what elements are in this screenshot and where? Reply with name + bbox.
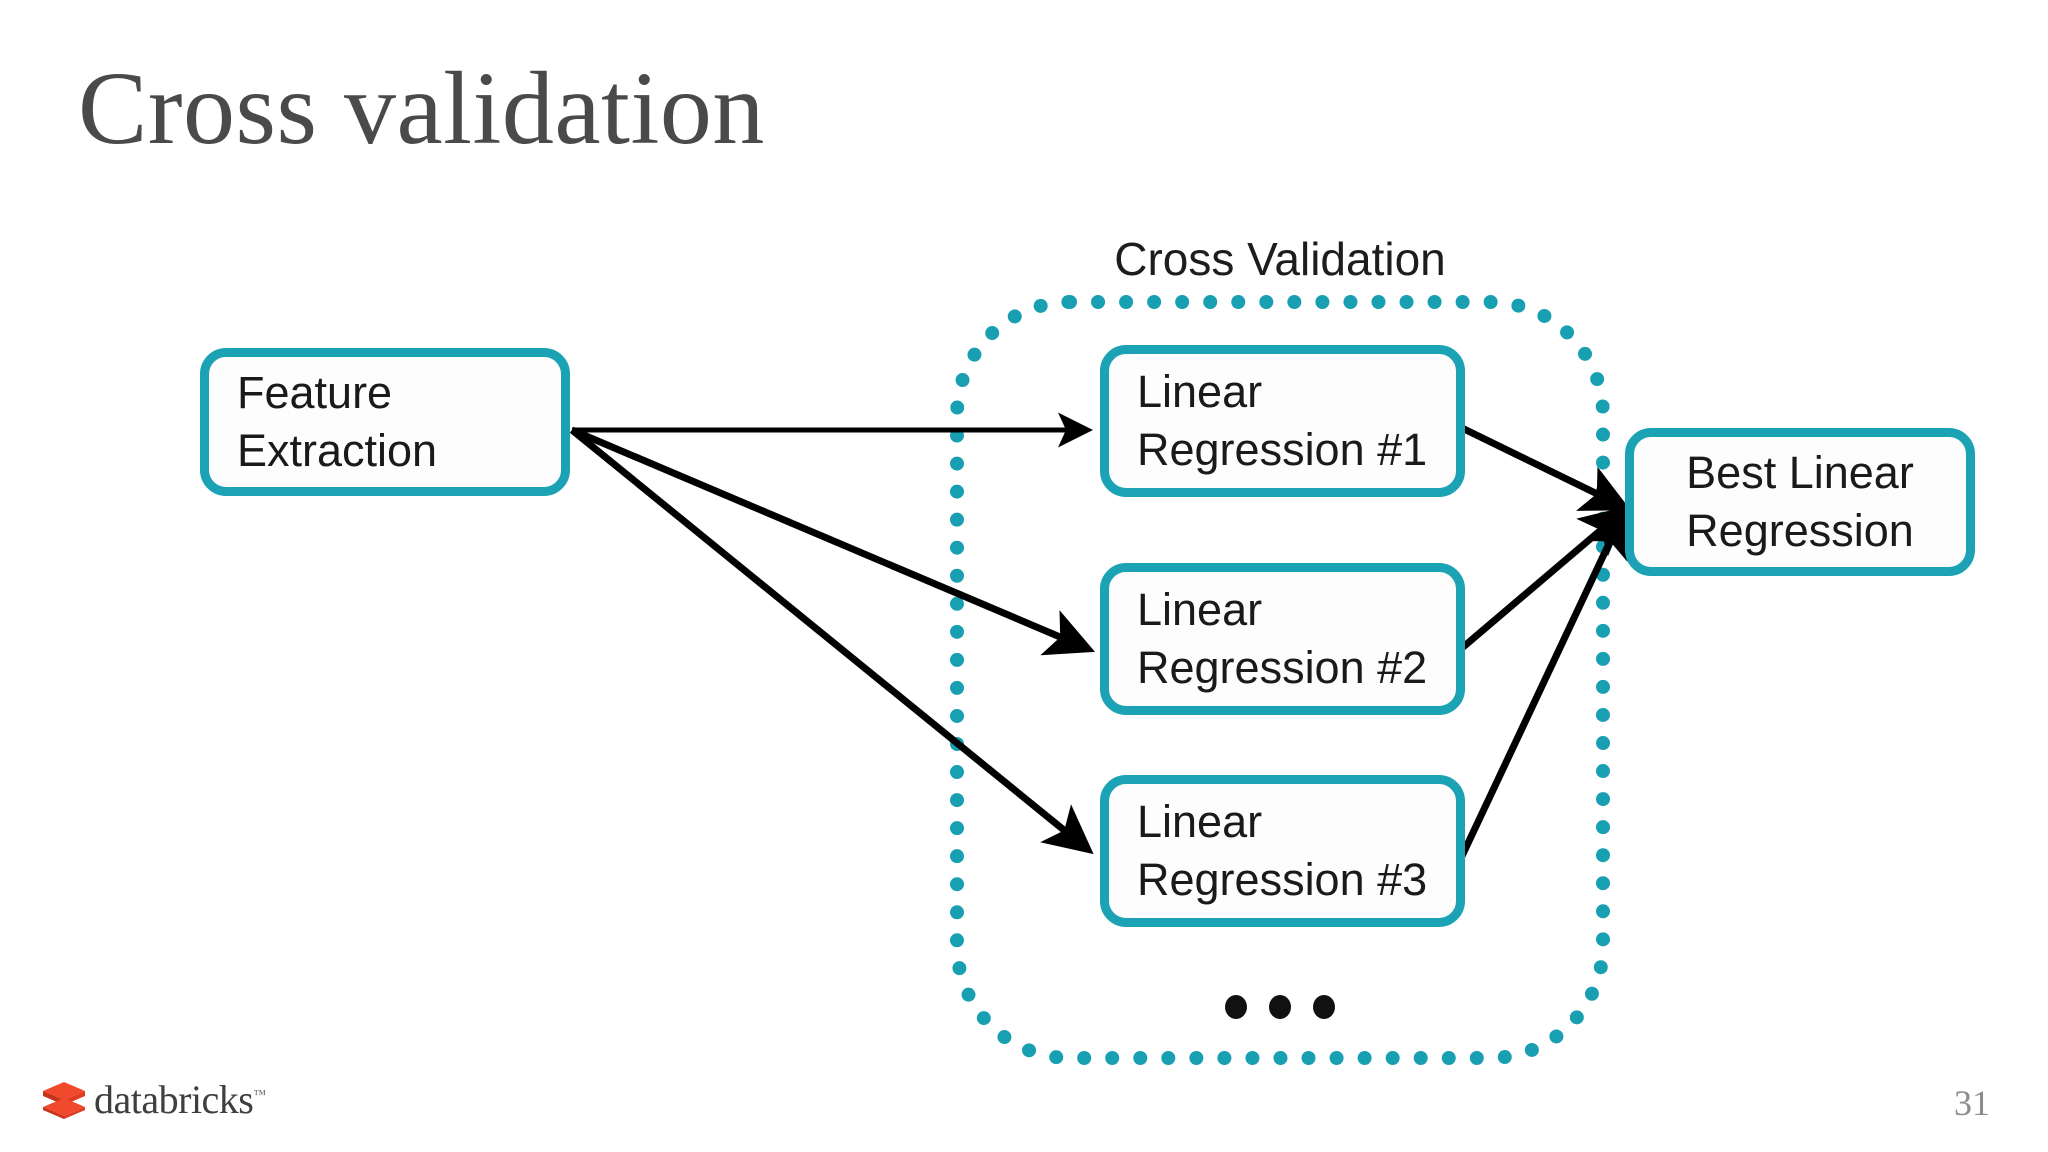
node-feature-extraction[interactable]: Feature Extraction bbox=[200, 348, 570, 496]
cross-validation-group-label: Cross Validation bbox=[1114, 233, 1446, 285]
trademark-symbol: ™ bbox=[253, 1086, 266, 1102]
node-feature-extraction-line-1: Feature bbox=[237, 367, 393, 419]
databricks-wordmark-text: databricks bbox=[94, 1077, 254, 1122]
ellipsis-dot-3 bbox=[1313, 995, 1335, 1019]
node-linear-regression-1-line-2: Regression #1 bbox=[1137, 424, 1428, 475]
node-linear-regression-2-line-1: Linear bbox=[1137, 584, 1263, 636]
node-linear-regression-2[interactable]: Linear Regression #2 bbox=[1100, 563, 1465, 715]
node-feature-extraction-line-2: Extraction bbox=[237, 425, 438, 476]
node-linear-regression-1-line-1: Linear bbox=[1137, 366, 1263, 418]
node-linear-regression-3[interactable]: Linear Regression #3 bbox=[1100, 775, 1465, 927]
ellipsis-indicator bbox=[1225, 995, 1335, 1019]
databricks-wordmark: databricks™ bbox=[94, 1076, 266, 1123]
node-best-linear-regression-line-1: Best Linear bbox=[1686, 447, 1914, 499]
ellipsis-dot-1 bbox=[1225, 995, 1247, 1019]
page-title: Cross validation bbox=[78, 51, 765, 166]
node-linear-regression-3-line-1: Linear bbox=[1137, 796, 1263, 848]
databricks-brick-icon bbox=[43, 1081, 85, 1119]
databricks-logo: databricks™ bbox=[42, 1076, 266, 1123]
node-linear-regression-2-line-2: Regression #2 bbox=[1137, 642, 1428, 693]
ellipsis-dot-2 bbox=[1269, 995, 1291, 1019]
node-best-linear-regression-line-2: Regression bbox=[1686, 505, 1914, 556]
page-number: 31 bbox=[1954, 1083, 1990, 1123]
node-linear-regression-1[interactable]: Linear Regression #1 bbox=[1100, 345, 1465, 497]
node-best-linear-regression[interactable]: Best Linear Regression bbox=[1625, 428, 1975, 576]
node-linear-regression-3-line-2: Regression #3 bbox=[1137, 854, 1428, 905]
